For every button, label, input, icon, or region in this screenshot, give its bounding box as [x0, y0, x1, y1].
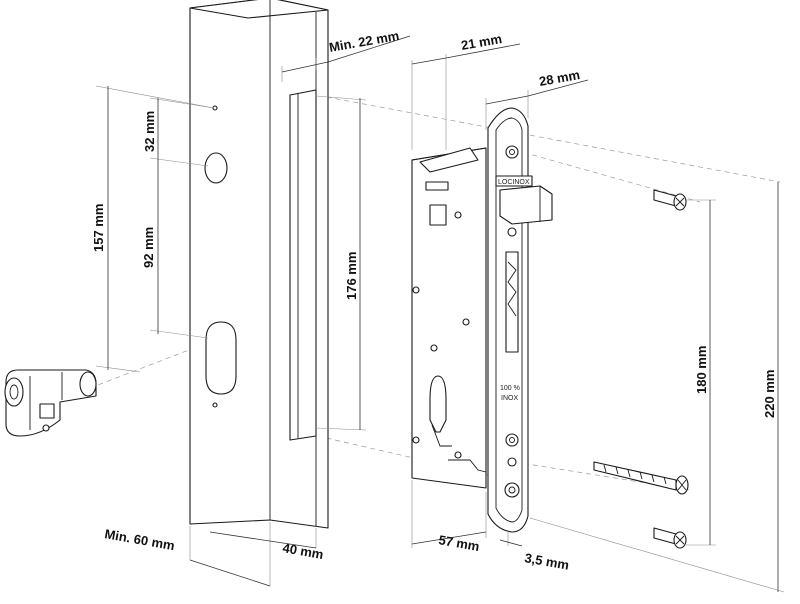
- latch-window: [505, 251, 519, 353]
- brand-text: LOCINOX: [498, 179, 530, 186]
- euro-cylinder: [4, 369, 97, 437]
- bottom-screw: [653, 527, 687, 549]
- label-21mm: 21 mm: [460, 31, 503, 53]
- label-28mm: 28 mm: [538, 67, 581, 89]
- label-32mm: 32 mm: [142, 111, 157, 152]
- label-min-60: Min. 60 mm: [103, 526, 175, 553]
- label-157mm: 157 mm: [91, 204, 106, 252]
- screws: [593, 189, 689, 549]
- label-3-5mm: 3,5 mm: [523, 550, 570, 573]
- brand-plate: [495, 175, 533, 187]
- post-handle-hole: [204, 152, 228, 184]
- label-176mm: 176 mm: [344, 252, 359, 300]
- latch-bolt: [419, 147, 479, 173]
- long-screw: [593, 461, 689, 495]
- dimension-lines: [95, 35, 785, 593]
- label-92mm: 92 mm: [141, 227, 156, 268]
- follower-square: [429, 204, 447, 226]
- post-lock-slot: [289, 89, 317, 441]
- inox-percent-text: 100 %: [500, 385, 520, 392]
- face-plate: LOCINOX 100 % INOX: [487, 107, 553, 533]
- lock-body: [411, 147, 487, 489]
- deadbolt: [499, 185, 553, 225]
- label-40mm: 40 mm: [281, 540, 324, 562]
- square-post: [189, 0, 329, 529]
- post-cylinder-slot: [205, 321, 237, 395]
- top-screw: [653, 189, 687, 211]
- label-220mm: 220 mm: [762, 370, 777, 418]
- inox-text: INOX: [501, 395, 518, 402]
- label-180mm: 180 mm: [694, 346, 709, 394]
- body-cylinder-cutout: [429, 375, 447, 433]
- label-57mm: 57 mm: [437, 532, 480, 554]
